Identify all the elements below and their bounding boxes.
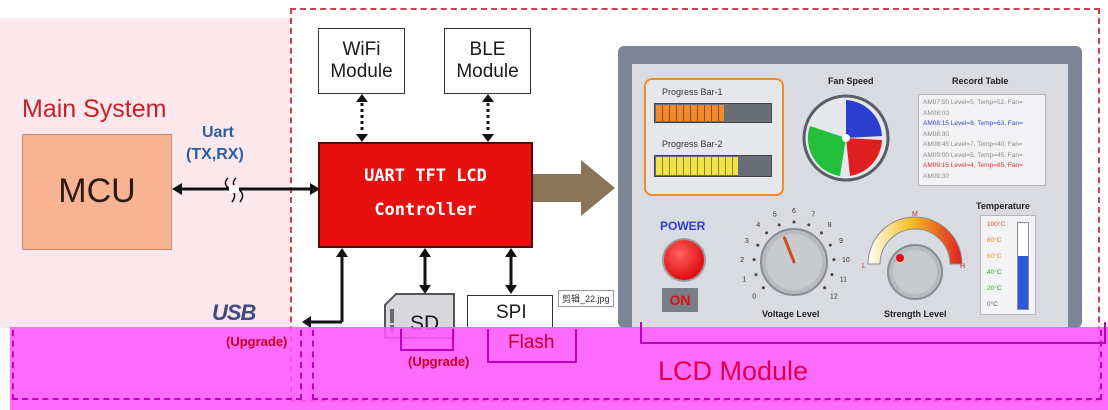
voltage-tick-mark bbox=[792, 220, 796, 224]
record-table-row: AM07:50 Level=5, Temp=52, Fan= bbox=[923, 99, 1023, 106]
wifi-line1: WiFi bbox=[342, 39, 381, 61]
file-name-tag: 剪辑_22.jpg bbox=[558, 290, 614, 307]
voltage-tick-mark bbox=[830, 273, 834, 277]
voltage-tick-label: 5 bbox=[773, 212, 777, 219]
temperature-title: Temperature bbox=[976, 201, 1030, 211]
voltage-tick-label: 0 bbox=[752, 293, 756, 300]
voltage-tick-label: 1 bbox=[743, 276, 747, 283]
progress-bar-1-fill bbox=[656, 105, 724, 121]
voltage-tick-mark bbox=[819, 231, 823, 235]
voltage-tick-mark bbox=[754, 273, 758, 277]
ble-line2: Module bbox=[456, 61, 519, 82]
controller-line1: UART TFT LCD bbox=[364, 166, 487, 186]
strength-min-label: L bbox=[862, 263, 866, 270]
voltage-tick-mark bbox=[777, 223, 781, 227]
voltage-tick-label: 11 bbox=[840, 276, 847, 283]
spi-flash-line2: Flash bbox=[508, 332, 555, 353]
temperature-tick-label: 40°C bbox=[987, 269, 1002, 276]
spi-flash-lower-box bbox=[487, 329, 577, 363]
temperature-tick-label: 0°C bbox=[987, 301, 998, 308]
controller-sd-link bbox=[419, 248, 431, 294]
voltage-tick-mark bbox=[807, 223, 811, 227]
mcu-label: MCU bbox=[58, 172, 136, 211]
voltage-level-label: Voltage Level bbox=[762, 309, 820, 319]
ble-line1: BLE bbox=[469, 39, 506, 61]
voltage-tick-mark bbox=[832, 258, 836, 262]
lcd-module-frame-lower bbox=[312, 330, 1102, 400]
lcd-module-label: LCD Module bbox=[658, 356, 809, 386]
record-table-row: AM08:00 bbox=[923, 109, 950, 117]
temperature-tick-label: 20°C bbox=[987, 285, 1002, 292]
on-indicator-label: ON bbox=[669, 291, 691, 308]
voltage-tick-mark bbox=[828, 243, 832, 247]
mcu-box: MCU bbox=[22, 134, 172, 250]
controller-usb-link bbox=[302, 248, 348, 328]
usb-frame-lower bbox=[12, 330, 302, 400]
record-table-row: AM09:30 bbox=[923, 172, 950, 180]
strength-max-label: H bbox=[960, 263, 965, 270]
progress-bar-2-fill bbox=[656, 157, 738, 175]
voltage-tick-label: 12 bbox=[830, 293, 838, 300]
temperature-tick-label: 80°C bbox=[987, 237, 1002, 244]
power-button[interactable] bbox=[662, 238, 706, 282]
progress-bar-2-label: Progress Bar-2 bbox=[662, 139, 723, 149]
strength-mid-label: M bbox=[912, 211, 918, 218]
wifi-module-box: WiFi Module bbox=[318, 28, 405, 94]
voltage-tick-label: 9 bbox=[839, 238, 843, 245]
on-indicator: ON bbox=[662, 288, 698, 312]
uart-label: Uart bbox=[202, 124, 235, 141]
voltage-tick-label: 6 bbox=[792, 208, 796, 215]
record-table-row: AM08:30 bbox=[923, 130, 950, 138]
fan-speed-label: Fan Speed bbox=[828, 76, 874, 86]
voltage-tick-mark bbox=[765, 231, 769, 235]
voltage-tick-mark bbox=[756, 243, 760, 247]
controller-box: UART TFT LCD Controller bbox=[318, 142, 533, 248]
wifi-line2: Module bbox=[330, 61, 393, 82]
sd-lower-box bbox=[400, 329, 454, 351]
ble-module-box: BLE Module bbox=[444, 28, 531, 94]
voltage-tick-mark bbox=[761, 286, 765, 290]
main-system-title: Main System bbox=[22, 95, 167, 123]
temperature-fill bbox=[1018, 256, 1028, 309]
temperature-tick-label: 100°C bbox=[987, 221, 1006, 228]
mcu-controller-arrow bbox=[172, 177, 320, 203]
spi-flash-box bbox=[467, 295, 553, 327]
strength-level-label: Strength Level bbox=[884, 309, 947, 319]
record-table-row: AM09:00 Level=5, Temp=45, Fan= bbox=[923, 151, 1023, 159]
record-table-row: AM08:15 Level=8, Temp=63, Fan= bbox=[923, 120, 1023, 127]
voltage-tick-label: 3 bbox=[745, 238, 749, 245]
voltage-tick-label: 10 bbox=[842, 257, 850, 264]
wifi-controller-link bbox=[356, 94, 368, 142]
sd-card-caption: (Upgrade) bbox=[408, 354, 470, 369]
voltage-tick-label: 8 bbox=[828, 222, 832, 229]
progress-bar-1-label: Progress Bar-1 bbox=[662, 87, 723, 97]
voltage-tick-mark bbox=[752, 258, 756, 262]
voltage-tick-label: 4 bbox=[756, 222, 760, 229]
usb-logo-text: USB bbox=[212, 300, 256, 325]
record-table-title: Record Table bbox=[952, 76, 1009, 86]
power-label: POWER bbox=[660, 219, 706, 233]
temperature-tick-label: 60°C bbox=[987, 253, 1002, 260]
magenta-overlay-right bbox=[640, 322, 1106, 344]
voltage-tick-mark bbox=[823, 286, 827, 290]
strength-gauge[interactable]: L M H bbox=[860, 208, 970, 312]
controller-line2: Controller bbox=[374, 200, 477, 220]
uart-sublabel: (TX,RX) bbox=[186, 146, 244, 163]
fan-speed-icon bbox=[802, 94, 890, 182]
voltage-tick-label: 7 bbox=[811, 212, 815, 219]
record-table-row: AM08:45 Level=7, Temp=40, Fan= bbox=[923, 141, 1023, 148]
voltage-tick-label: 2 bbox=[740, 257, 744, 264]
record-table-row: AM09:15 Level=4, Temp=85, Fan= bbox=[923, 162, 1023, 169]
ble-controller-link bbox=[482, 94, 494, 142]
spi-flash-line1: SPI bbox=[496, 302, 527, 323]
magenta-overlay bbox=[10, 327, 1108, 410]
controller-spi-link bbox=[505, 248, 517, 294]
controller-to-lcd-arrow bbox=[533, 160, 615, 216]
usb-caption: (Upgrade) bbox=[226, 334, 288, 349]
usb-logo: USB bbox=[212, 300, 256, 326]
